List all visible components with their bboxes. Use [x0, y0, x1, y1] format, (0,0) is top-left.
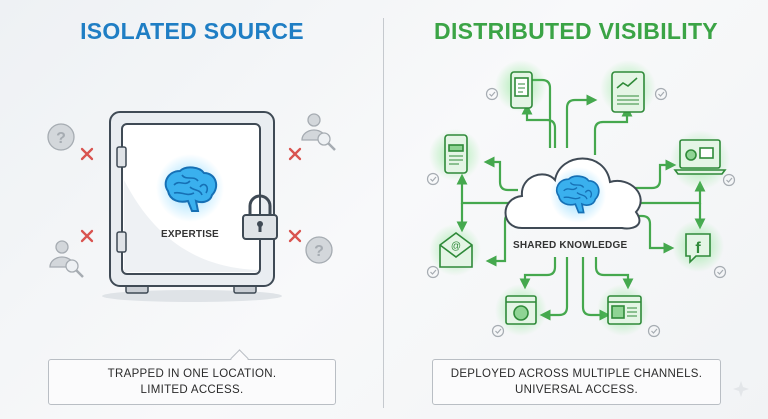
isolated-caption-line2: LIMITED ACCESS.: [140, 384, 244, 396]
denied-x-icons: [80, 147, 302, 243]
question-icon: ?: [305, 236, 333, 264]
expertise-label: EXPERTISE: [161, 229, 219, 240]
user-search-icon: [301, 113, 336, 151]
sparkle-icon: [733, 381, 749, 397]
distributed-visibility-title: DISTRIBUTED VISIBILITY: [434, 18, 718, 44]
web-globe-icon: [495, 284, 547, 336]
question-icon: ?: [47, 123, 75, 151]
svg-text:f: f: [695, 240, 701, 257]
isolated-caption-box: TRAPPED IN ONE LOCATION. LIMITED ACCESS.: [48, 349, 336, 405]
distributed-caption-box: DEPLOYED ACROSS MULTIPLE CHANNELS. UNIVE…: [432, 359, 721, 405]
user-search-icon: [49, 240, 84, 278]
facebook-icon: f: [672, 220, 724, 272]
phone-document-icon: [495, 60, 547, 112]
distributed-caption-line2: UNIVERSAL ACCESS.: [515, 384, 638, 396]
svg-text:?: ?: [314, 243, 324, 260]
tablet-chart-icon: [600, 60, 656, 116]
web-page-icon: [597, 284, 649, 336]
isolated-source-title: ISOLATED SOURCE: [80, 18, 304, 44]
padlock-icon: [242, 194, 278, 240]
laptop-presentation-icon: [670, 130, 730, 190]
shared-knowledge-label: SHARED KNOWLEDGE: [513, 240, 628, 251]
checkmark-icons: [426, 87, 736, 338]
svg-text:@: @: [451, 241, 461, 252]
isolated-caption-line1: TRAPPED IN ONE LOCATION.: [107, 368, 277, 380]
distributed-caption-line1: DEPLOYED ACROSS MULTIPLE CHANNELS.: [450, 368, 703, 380]
safe-icon: [102, 111, 282, 302]
divider: [383, 18, 384, 408]
svg-text:?: ?: [56, 130, 66, 147]
email-icon: @: [429, 224, 481, 276]
phone-app-icon: [429, 129, 481, 181]
cloud-icon: [504, 157, 642, 230]
